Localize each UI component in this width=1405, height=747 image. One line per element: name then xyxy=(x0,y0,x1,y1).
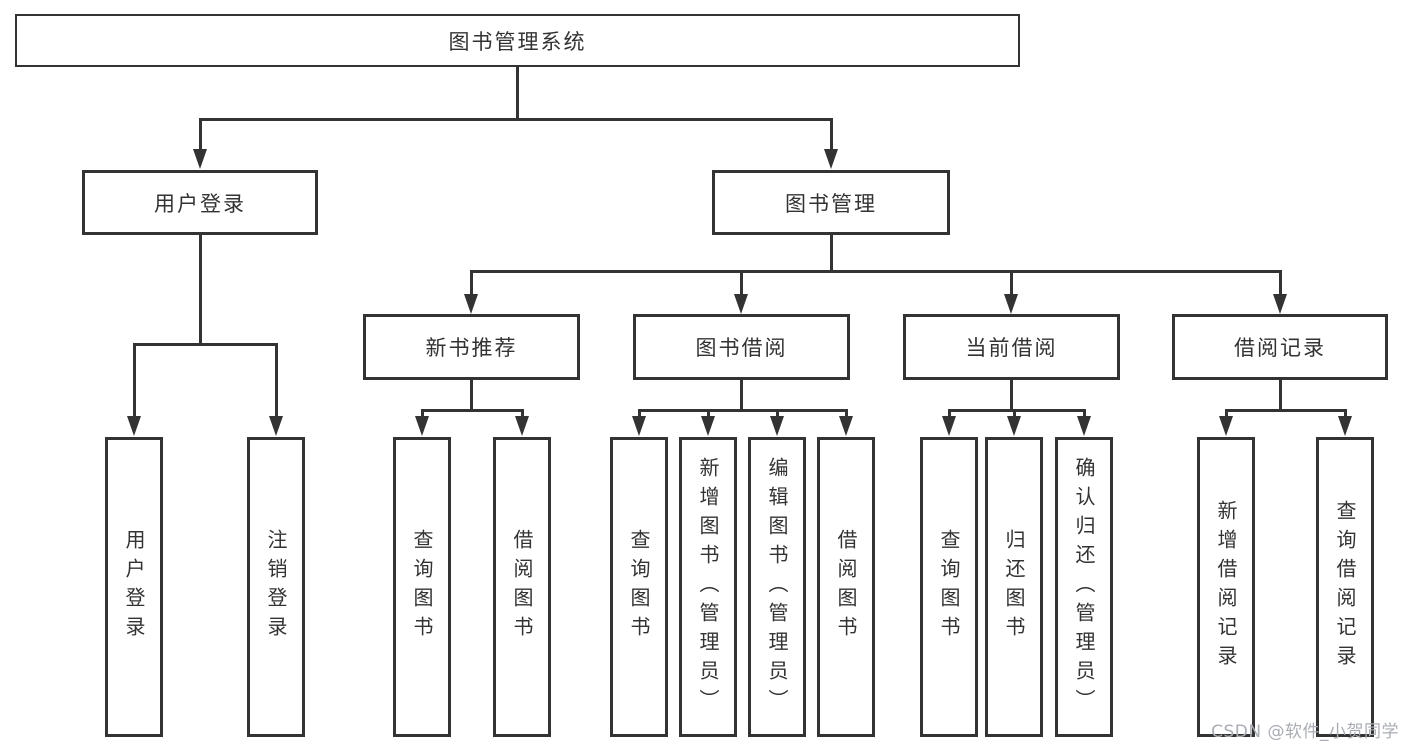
connector-line xyxy=(740,270,743,296)
connector-line xyxy=(638,409,641,418)
node-label: 借阅图书 xyxy=(834,529,858,645)
node-label: 图书管理系统 xyxy=(448,29,587,54)
watermark: CSDN @软件_小贺同学 xyxy=(1211,722,1399,742)
arrow-down-icon xyxy=(1077,416,1091,436)
leaf-borrow-books-borrowing: 借阅图书 xyxy=(817,437,875,737)
node-label: 借阅记录 xyxy=(1234,336,1326,360)
connector-line xyxy=(1279,270,1282,296)
connector-line xyxy=(133,343,278,346)
node-label: 查询图书 xyxy=(627,529,651,645)
node-book-borrowing: 图书借阅 xyxy=(633,314,850,380)
leaf-query-books-recommend: 查询图书 xyxy=(393,437,451,737)
node-user-login-branch: 用户登录 xyxy=(82,170,318,235)
connector-line xyxy=(948,409,1086,412)
connector-line xyxy=(199,235,202,343)
arrow-down-icon xyxy=(701,416,715,436)
connector-line xyxy=(1225,409,1347,412)
connector-line xyxy=(421,409,524,412)
arrow-down-icon xyxy=(824,149,838,169)
connector-line xyxy=(845,409,848,418)
connector-line xyxy=(199,118,202,151)
connector-line xyxy=(1010,380,1013,412)
arrow-down-icon xyxy=(1219,416,1233,436)
connector-line xyxy=(133,343,136,417)
connector-line xyxy=(470,380,473,412)
node-label: 用户登录 xyxy=(154,191,246,216)
connector-line xyxy=(470,270,1282,273)
arrow-down-icon xyxy=(942,416,956,436)
node-label: 用户登录 xyxy=(122,529,146,645)
connector-line xyxy=(1013,409,1016,418)
leaf-return-books: 归还图书 xyxy=(985,437,1043,737)
connector-line xyxy=(830,235,833,272)
leaf-query-books-current: 查询图书 xyxy=(920,437,978,737)
node-label: 新增图书（管理员） xyxy=(696,456,720,718)
arrow-down-icon xyxy=(193,149,207,169)
connector-line xyxy=(830,118,833,151)
connector-line xyxy=(1083,409,1086,418)
connector-line xyxy=(948,409,951,418)
node-label: 借阅图书 xyxy=(510,529,534,645)
connector-line xyxy=(776,409,779,418)
arrow-down-icon xyxy=(1273,294,1287,314)
leaf-new-borrow-record: 新增借阅记录 xyxy=(1197,437,1255,737)
node-label: 查询借阅记录 xyxy=(1333,500,1357,674)
connector-line xyxy=(638,409,848,412)
connector-line xyxy=(1010,270,1013,296)
arrow-down-icon xyxy=(1338,416,1352,436)
connector-line xyxy=(521,409,524,418)
arrow-down-icon xyxy=(464,294,478,314)
connector-line xyxy=(421,409,424,418)
leaf-logout-login: 注销登录 xyxy=(247,437,305,737)
arrow-down-icon xyxy=(839,416,853,436)
connector-line xyxy=(199,118,833,121)
node-current-borrowing: 当前借阅 xyxy=(903,314,1120,380)
connector-line xyxy=(470,270,473,296)
leaf-borrow-books-recommend: 借阅图书 xyxy=(493,437,551,737)
node-library-management-system: 图书管理系统 xyxy=(15,14,1020,67)
leaf-add-books-admin: 新增图书（管理员） xyxy=(679,437,737,737)
arrow-down-icon xyxy=(127,416,141,436)
node-label: 查询图书 xyxy=(937,529,961,645)
arrow-down-icon xyxy=(770,416,784,436)
node-label: 新书推荐 xyxy=(425,336,518,360)
node-label: 新增借阅记录 xyxy=(1214,500,1238,674)
arrow-down-icon xyxy=(1007,416,1021,436)
arrow-down-icon xyxy=(632,416,646,436)
node-label: 归还图书 xyxy=(1002,529,1026,645)
connector-line xyxy=(1344,409,1347,418)
leaf-query-books-borrowing: 查询图书 xyxy=(610,437,668,737)
node-label: 注销登录 xyxy=(264,529,288,645)
leaf-query-borrow-record: 查询借阅记录 xyxy=(1316,437,1374,737)
node-label: 图书借阅 xyxy=(695,336,788,360)
connector-line xyxy=(707,409,710,418)
arrow-down-icon xyxy=(1004,294,1018,314)
node-label: 当前借阅 xyxy=(965,336,1058,360)
arrow-down-icon xyxy=(269,416,283,436)
connector-line xyxy=(1225,409,1228,418)
node-label: 图书管理 xyxy=(785,191,877,216)
arrow-down-icon xyxy=(415,416,429,436)
connector-line xyxy=(1279,380,1282,412)
connector-line xyxy=(740,380,743,412)
arrow-down-icon xyxy=(515,416,529,436)
connector-line xyxy=(516,67,519,118)
node-new-book-recommendation: 新书推荐 xyxy=(363,314,580,380)
leaf-confirm-return-admin: 确认归还（管理员） xyxy=(1055,437,1113,737)
node-label: 查询图书 xyxy=(410,529,434,645)
node-book-management: 图书管理 xyxy=(712,170,950,235)
connector-line xyxy=(275,343,278,417)
leaf-edit-books-admin: 编辑图书（管理员） xyxy=(748,437,806,737)
leaf-user-login: 用户登录 xyxy=(105,437,163,737)
arrow-down-icon xyxy=(734,294,748,314)
node-borrowing-records: 借阅记录 xyxy=(1172,314,1388,380)
node-label: 确认归还（管理员） xyxy=(1072,456,1096,718)
node-label: 编辑图书（管理员） xyxy=(765,456,789,718)
